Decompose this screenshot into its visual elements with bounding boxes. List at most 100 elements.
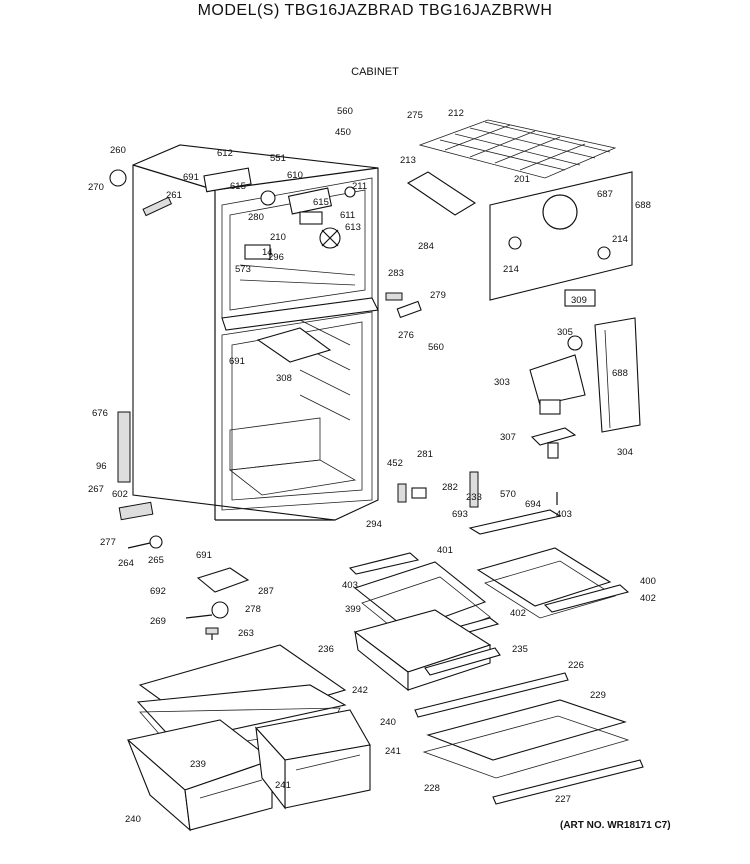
part-label: 270 [88,182,104,193]
part-label: 400 [640,576,656,587]
lower-pans [126,644,371,832]
part-label: 210 [270,232,286,243]
part-label: 280 [248,212,264,223]
part-label: 551 [270,153,286,164]
part-label: 403 [556,509,572,520]
part-label: 309 [571,295,587,306]
part-label: 260 [110,145,126,156]
part-label: 560 [428,342,444,353]
part-label: 693 [452,509,468,520]
part-label: 282 [442,482,458,493]
part-label: 276 [398,330,414,341]
part-label: 692 [150,586,166,597]
rail-227 [492,759,644,805]
knob-305 [567,335,583,351]
part-label: 613 [345,222,361,233]
part-label: 602 [112,489,128,500]
hinge-parts [127,535,250,640]
bracket-283 [385,292,403,301]
part-label: 688 [635,200,651,211]
part-label: 612 [217,148,233,159]
part-label: 399 [345,604,361,615]
part-label: 570 [500,489,516,500]
part-label: 560 [337,106,353,117]
part-label: 213 [400,155,416,166]
part-label: 308 [276,373,292,384]
freezer-components [109,167,356,260]
part-label: 287 [258,586,274,597]
part-label: 296 [268,252,284,263]
part-label: 304 [617,447,633,458]
part-label: 403 [342,580,358,591]
part-label: 229 [590,690,606,701]
part-label: 307 [500,432,516,443]
part-label: 214 [612,234,628,245]
section-title: CABINET [351,66,399,78]
part-label: 241 [275,780,291,791]
part-label: 691 [183,172,199,183]
part-label: 212 [448,108,464,119]
label-309 [564,289,596,307]
glass-shelves [348,509,630,646]
part-label: 278 [245,604,261,615]
part-label: 261 [166,190,182,201]
part-label: 239 [190,759,206,770]
part-label: 294 [366,519,382,530]
part-label: 452 [387,458,403,469]
part-label: 263 [238,628,254,639]
part-label: 615 [313,197,329,208]
part-label: 573 [235,264,251,275]
part-label: 240 [380,717,396,728]
part-label: 284 [418,241,434,252]
evaporator-cover [489,171,633,301]
part-label: 264 [118,558,134,569]
part-label: 227 [555,794,571,805]
part-label: 226 [568,660,584,671]
part-label: 279 [430,290,446,301]
rail-226 [414,672,569,718]
part-label: 235 [512,644,528,655]
part-label: 281 [417,449,433,460]
art-number: (ART NO. WR18171 C7) [560,820,671,831]
part-label: 277 [100,537,116,548]
part-label: 611 [340,210,355,221]
part-label: 96 [96,461,107,472]
part-label: 615 [230,181,246,192]
model-title: MODEL(S) TBG16JAZBRAD TBG16JAZBRWH [197,2,553,19]
part-label: 305 [557,327,573,338]
part-label: 691 [196,550,212,561]
part-label: 402 [640,593,656,604]
part-label: 265 [148,555,164,566]
hardware-group [397,471,558,508]
part-label: 242 [352,685,368,696]
part-label: 688 [612,368,628,379]
part-label: 691 [229,356,245,367]
wire-shelf [418,119,617,179]
part-label: 610 [287,170,303,181]
part-label: 201 [514,174,530,185]
part-label: 687 [597,189,613,200]
part-label: 228 [424,783,440,794]
part-label: 14 [262,247,273,258]
part-label: 236 [318,644,334,655]
control-housing [529,317,641,459]
part-label: 214 [503,264,519,275]
cabinet-body [117,144,379,521]
part-label: 269 [150,616,166,627]
part-label: 303 [494,377,510,388]
part-label: 450 [335,127,351,138]
part-label: 676 [92,408,108,419]
ice-tray [406,171,477,216]
part-label: 275 [407,110,423,121]
part-label: 402 [510,608,526,619]
part-label: 401 [437,545,453,556]
part-label: 233 [466,492,482,503]
part-label: 241 [385,746,401,757]
part-label: 240 [125,814,141,825]
part-label: 267 [88,484,104,495]
part-label: 694 [525,499,541,510]
crisper-drawer [353,609,501,692]
